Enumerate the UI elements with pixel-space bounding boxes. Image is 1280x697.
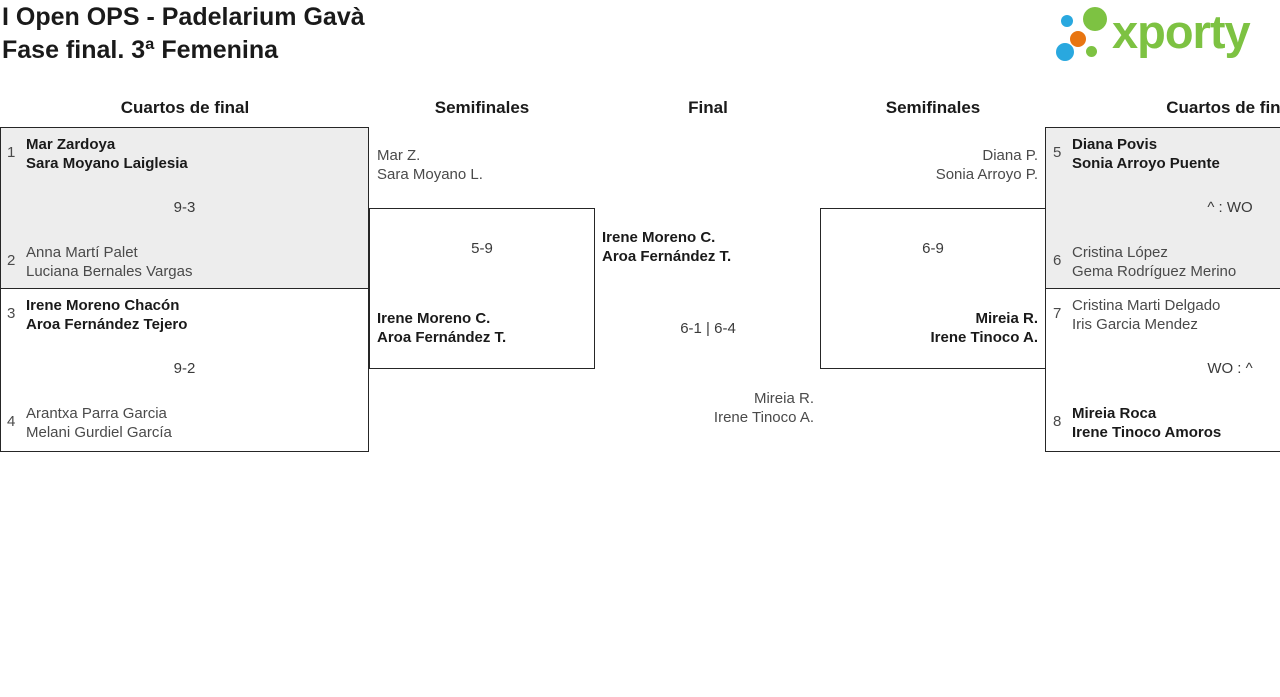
page-title: I Open OPS - Padelarium Gavà Fase final.… bbox=[2, 1, 365, 67]
player-name: Diana P. bbox=[982, 147, 1038, 164]
team-pair: Mar Zardoya Sara Moyano Laiglesia bbox=[26, 135, 188, 173]
logo-dot-orange-icon bbox=[1070, 31, 1086, 47]
logo-dot-blue-large-icon bbox=[1056, 43, 1074, 61]
logo-dot-green-large-icon bbox=[1083, 7, 1107, 31]
seed-number: 6 bbox=[1053, 252, 1062, 269]
player-name: Mireia R. bbox=[975, 310, 1038, 327]
player-name: Melani Gurdiel García bbox=[26, 424, 172, 441]
player-name: Irene Tinoco A. bbox=[930, 329, 1038, 346]
tournament-name: I Open OPS - Padelarium Gavà bbox=[2, 3, 365, 31]
seed-number: 5 bbox=[1053, 144, 1062, 161]
player-name: Sonia Arroyo P. bbox=[935, 166, 1038, 183]
team-pair: Anna Martí Palet Luciana Bernales Vargas bbox=[26, 243, 193, 281]
team-pair: Cristina López Gema Rodríguez Merino bbox=[1072, 243, 1236, 281]
player-name: Anna Martí Palet bbox=[26, 244, 138, 261]
logo-wordmark: xporty bbox=[1112, 5, 1251, 58]
player-name: Cristina López bbox=[1072, 244, 1168, 261]
player-name: Mireia R. bbox=[753, 390, 814, 407]
team-pair: Arantxa Parra Garcia Melani Gurdiel Garc… bbox=[26, 404, 172, 442]
match-score: 6-1 | 6-4 bbox=[680, 320, 736, 337]
phase-category: Fase final. 3ª Femenina bbox=[2, 36, 279, 64]
match-box-qf-right-top bbox=[1045, 127, 1280, 289]
player-name: Sara Moyano Laiglesia bbox=[26, 155, 188, 172]
player-name: Diana Povis bbox=[1072, 136, 1158, 153]
player-name: Mar Z. bbox=[377, 147, 421, 164]
team-pair: Diana Povis Sonia Arroyo Puente bbox=[1072, 135, 1220, 173]
player-name: Gema Rodríguez Merino bbox=[1072, 263, 1237, 280]
player-name: Aroa Fernández T. bbox=[602, 248, 732, 265]
seed-number: 3 bbox=[7, 305, 16, 322]
team-pair: Diana P. Sonia Arroyo P. bbox=[818, 146, 1038, 184]
player-name: Irene Tinoco A. bbox=[713, 409, 814, 426]
logo-dot-blue-small-icon bbox=[1061, 15, 1073, 27]
team-pair: Mar Z. Sara Moyano L. bbox=[377, 146, 483, 184]
player-name: Sonia Arroyo Puente bbox=[1072, 155, 1220, 172]
logo-dot-green-small-icon bbox=[1086, 46, 1097, 57]
heading-semifinals-left: Semifinales bbox=[434, 98, 530, 117]
player-name: Sara Moyano L. bbox=[377, 166, 483, 183]
team-pair: Mireia R. Irene Tinoco A. bbox=[595, 389, 814, 427]
heading-final: Final bbox=[688, 98, 728, 117]
match-score: WO : ^ bbox=[1207, 360, 1253, 377]
player-name: Aroa Fernández Tejero bbox=[26, 316, 188, 333]
player-name: Irene Moreno Chacón bbox=[26, 297, 180, 314]
match-score: 6-9 bbox=[922, 240, 944, 257]
heading-quarterfinals-right: Cuartos de final bbox=[1166, 98, 1280, 117]
seed-number: 1 bbox=[7, 144, 16, 161]
match-box-qf-left-top bbox=[0, 127, 369, 289]
team-pair: Irene Moreno C. Aroa Fernández T. bbox=[602, 228, 731, 266]
player-name: Cristina Marti Delgado bbox=[1072, 297, 1221, 314]
heading-semifinals-right: Semifinales bbox=[885, 98, 981, 117]
player-name: Aroa Fernández T. bbox=[377, 329, 507, 346]
match-score: 9-3 bbox=[173, 199, 196, 216]
player-name: Irene Moreno C. bbox=[377, 310, 491, 327]
match-box-qf-right-bottom bbox=[1045, 288, 1280, 452]
player-name: Iris Garcia Mendez bbox=[1072, 316, 1198, 333]
player-name: Mireia Roca bbox=[1072, 405, 1157, 422]
seed-number: 4 bbox=[7, 413, 16, 430]
match-box-sf-left bbox=[369, 208, 595, 369]
team-pair: Irene Moreno C. Aroa Fernández T. bbox=[377, 309, 506, 347]
team-pair: Mireia Roca Irene Tinoco Amoros bbox=[1072, 404, 1221, 442]
match-score: 9-2 bbox=[173, 360, 196, 377]
seed-number: 2 bbox=[7, 252, 16, 269]
team-pair: Irene Moreno Chacón Aroa Fernández Tejer… bbox=[26, 296, 187, 334]
player-name: Irene Tinoco Amoros bbox=[1072, 424, 1222, 441]
match-score: 5-9 bbox=[471, 240, 493, 257]
team-pair: Mireia R. Irene Tinoco A. bbox=[818, 309, 1038, 347]
match-score: ^ : WO bbox=[1207, 199, 1253, 216]
player-name: Luciana Bernales Vargas bbox=[26, 263, 193, 280]
player-name: Arantxa Parra Garcia bbox=[26, 405, 167, 422]
match-box-qf-left-bottom bbox=[0, 288, 369, 452]
seed-number: 8 bbox=[1053, 413, 1062, 430]
seed-number: 7 bbox=[1053, 305, 1062, 322]
heading-quarterfinals-left: Cuartos de final bbox=[120, 98, 250, 117]
team-pair: Cristina Marti Delgado Iris Garcia Mende… bbox=[1072, 296, 1220, 334]
player-name: Irene Moreno C. bbox=[602, 229, 716, 246]
player-name: Mar Zardoya bbox=[26, 136, 116, 153]
